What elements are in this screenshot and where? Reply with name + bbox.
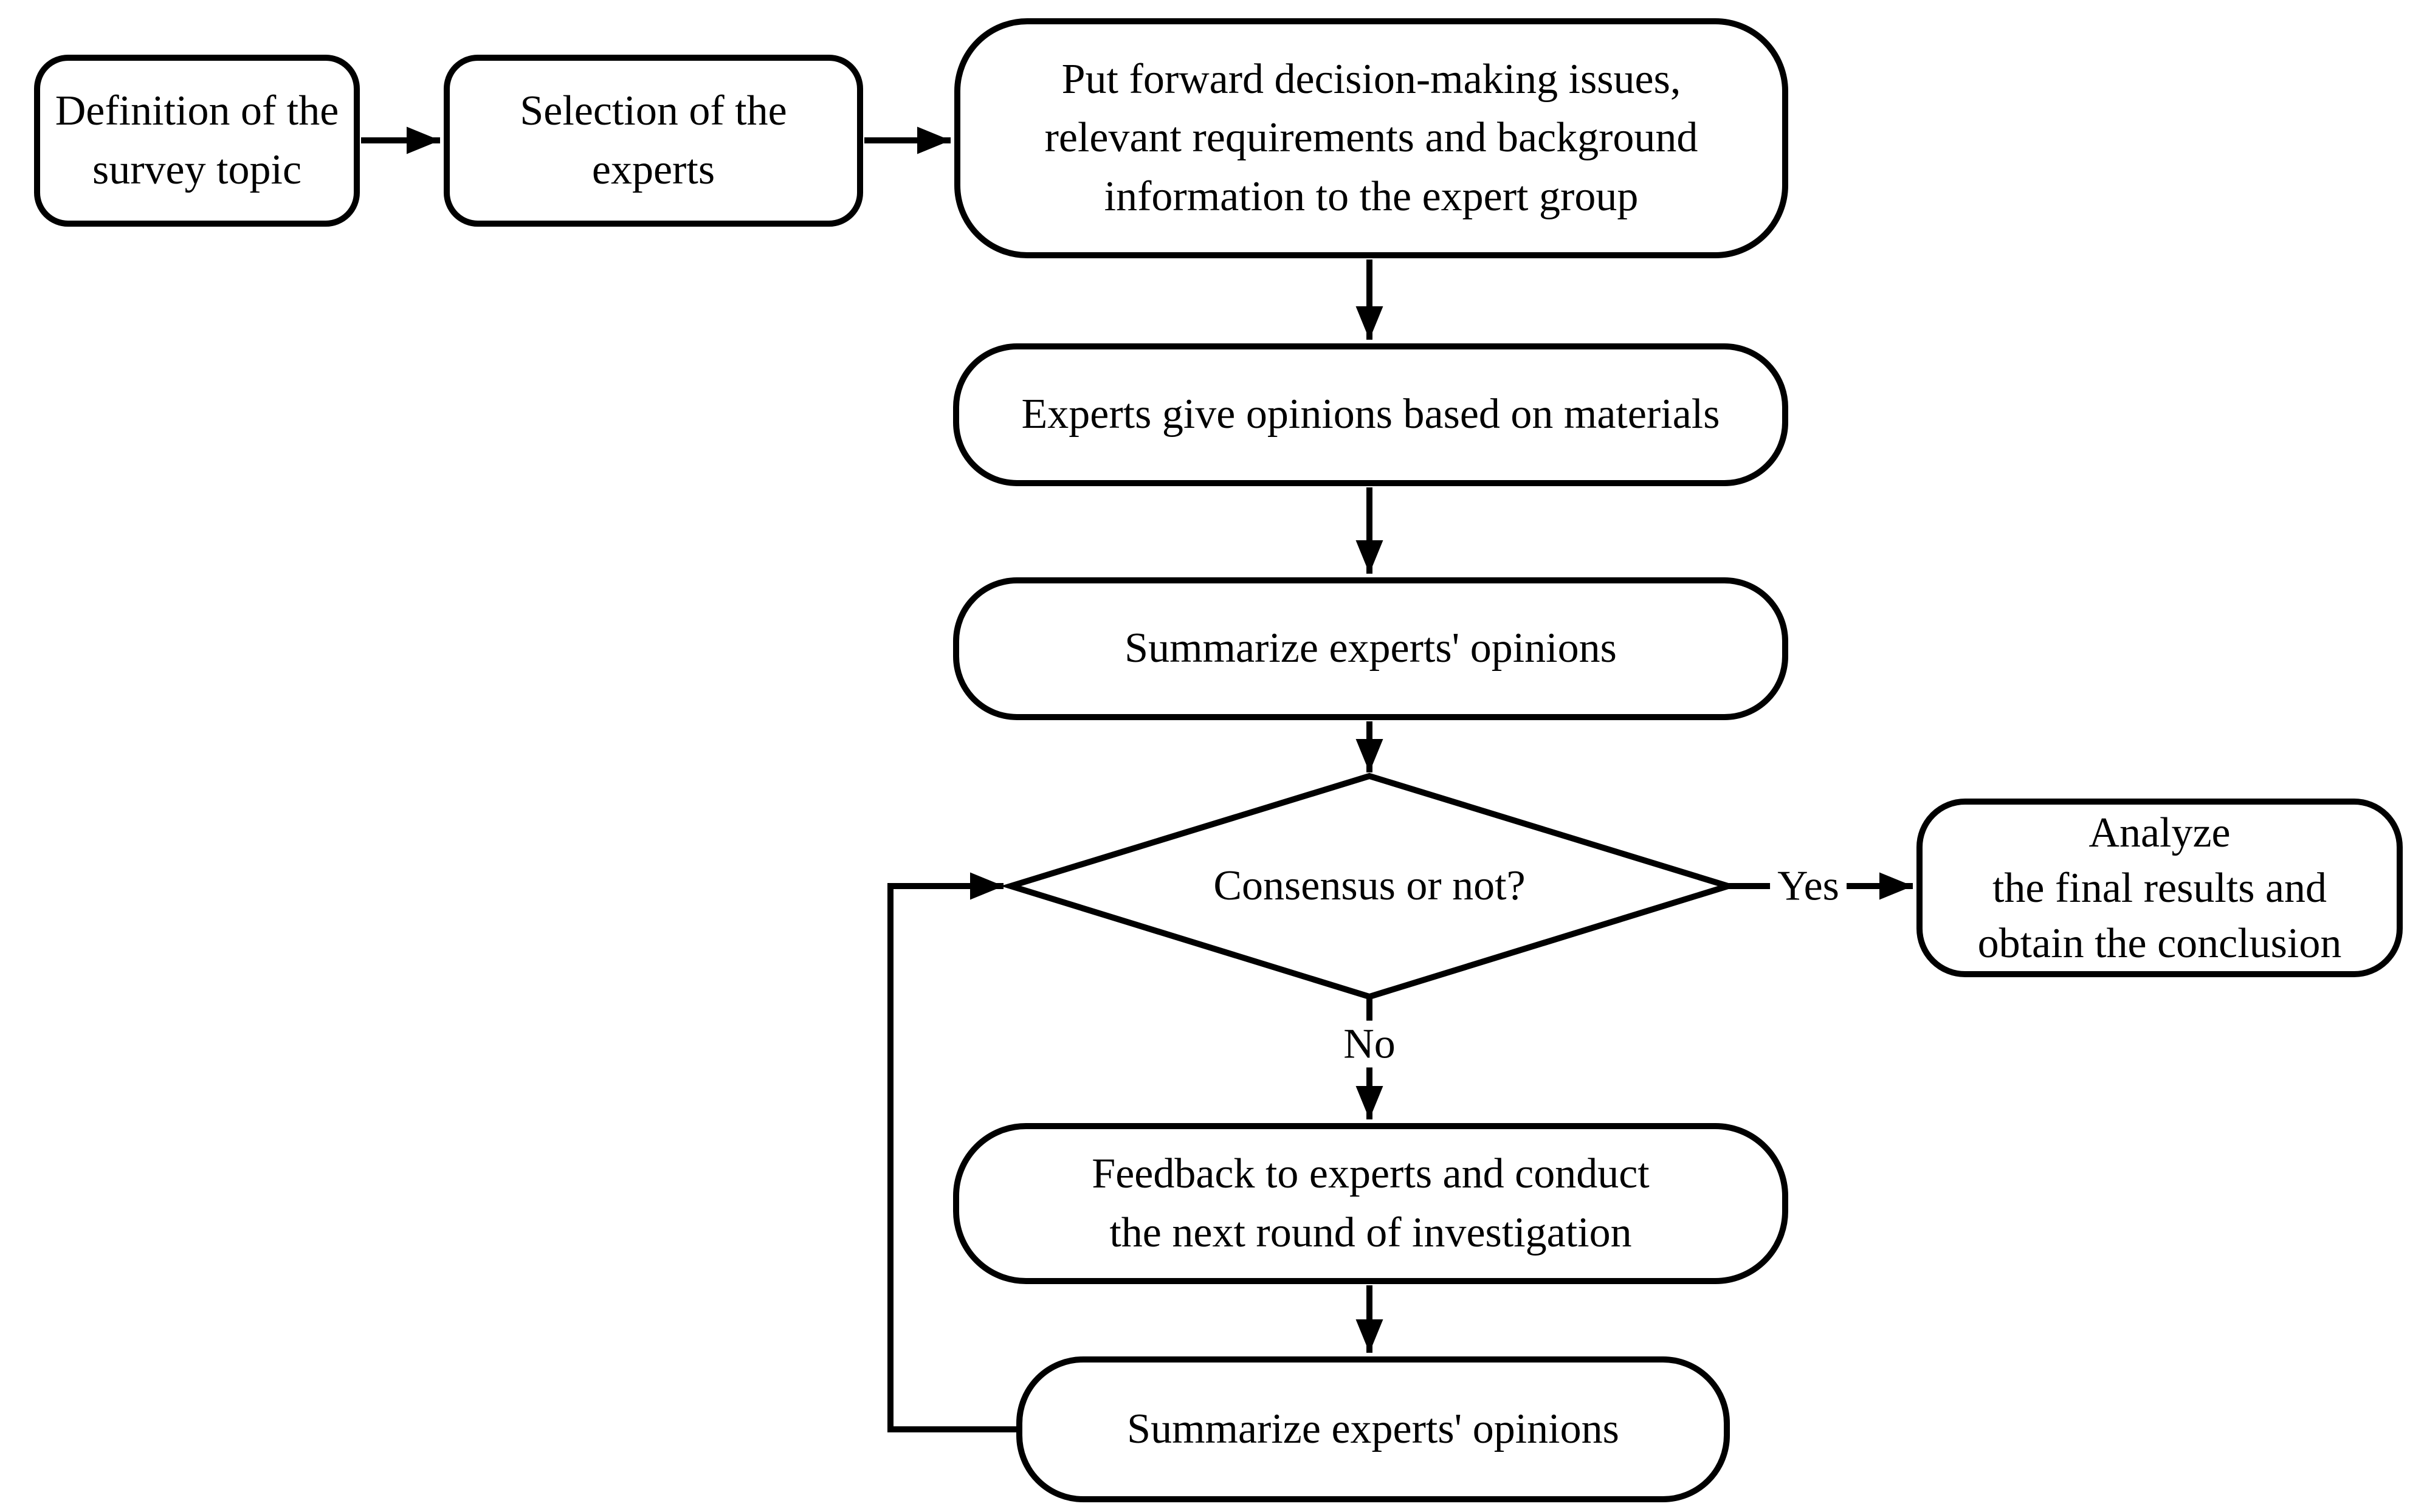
node-label-line: Selection of the xyxy=(520,87,787,134)
node-label-line: relevant requirements and background xyxy=(1044,114,1698,162)
node-label-line: experts xyxy=(591,146,715,193)
node-label-line: Put forward decision-making issues, xyxy=(1061,55,1681,103)
node-definition: Definition of the survey topic xyxy=(34,55,360,227)
node-label-line: Consensus or not? xyxy=(1213,862,1526,909)
decision-diamond-shape xyxy=(1000,772,1739,1000)
node-feedback: Feedback to experts and conduct the next… xyxy=(953,1123,1788,1284)
node-label-line: the next round of investigation xyxy=(1109,1209,1632,1256)
node-label-line: obtain the conclusion xyxy=(1977,919,2342,967)
node-analyze: Analyze the final results and obtain the… xyxy=(1916,799,2403,977)
node-label-line: information to the expert group xyxy=(1104,173,1639,220)
edge-label-no: No xyxy=(1336,1020,1403,1068)
node-label-line: Experts give opinions based on materials xyxy=(1021,391,1720,438)
node-summarize-opinions-1: Summarize experts' opinions xyxy=(953,577,1788,720)
node-selection: Selection of the experts xyxy=(444,55,863,227)
node-give-opinions: Experts give opinions based on materials xyxy=(953,343,1788,486)
node-label-line: Analyze xyxy=(2088,809,2231,856)
node-label-line: Summarize experts' opinions xyxy=(1127,1405,1619,1452)
node-label-line: the final results and xyxy=(1992,864,2327,912)
loopback-arrow xyxy=(887,872,1016,1432)
decision-consensus-label: Consensus or not? xyxy=(1011,831,1728,941)
edge-label-yes: Yes xyxy=(1770,862,1847,910)
node-label-line: Feedback to experts and conduct xyxy=(1092,1150,1650,1197)
node-summarize-opinions-2: Summarize experts' opinions xyxy=(1016,1356,1730,1502)
node-label-line: survey topic xyxy=(92,146,302,193)
node-put-forward: Put forward decision-making issues, rele… xyxy=(954,18,1788,258)
node-label-line: Summarize experts' opinions xyxy=(1124,625,1617,672)
node-label-line: Definition of the xyxy=(55,87,339,134)
